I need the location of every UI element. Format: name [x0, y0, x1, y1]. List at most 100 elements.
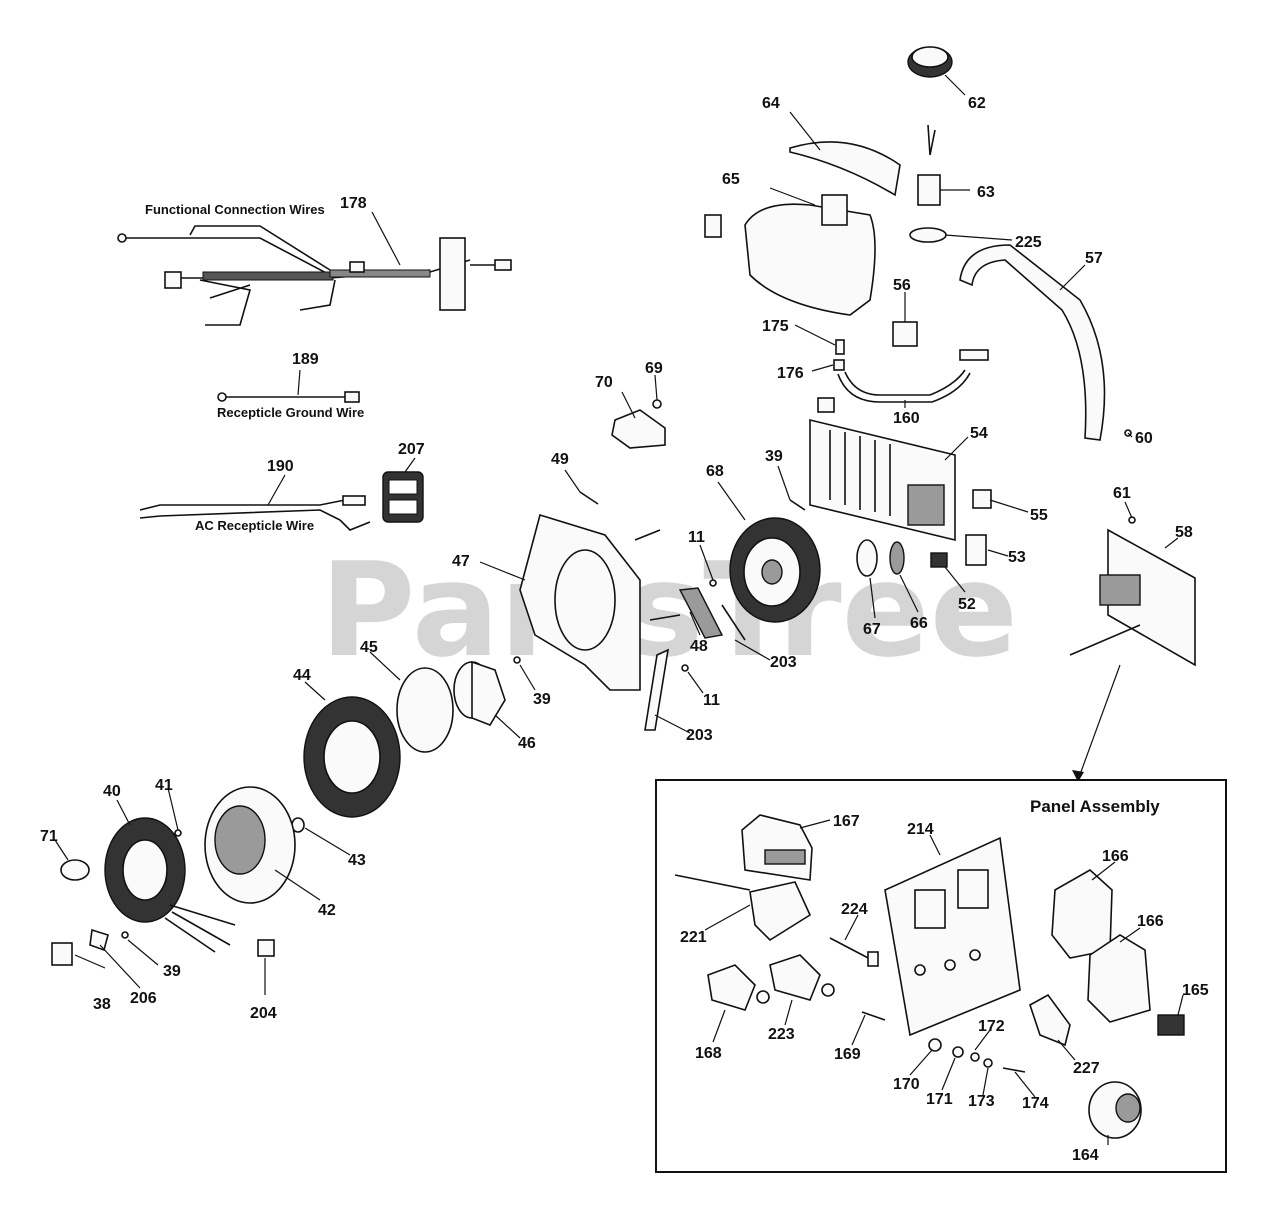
- label-40: 40: [103, 783, 121, 800]
- part-164-outlet: [1088, 1081, 1142, 1139]
- part-214-faceplate: [884, 836, 1021, 1037]
- part-42-rotor: [204, 786, 296, 904]
- label-44: 44: [293, 667, 311, 684]
- label-221: 221: [680, 929, 707, 946]
- part-39-bolt-b: [513, 656, 521, 664]
- label-173: 173: [968, 1093, 995, 1110]
- label-166a: 166: [1102, 848, 1129, 865]
- part-56-clip: [892, 321, 918, 347]
- part-170-174-hardware: [928, 1038, 1026, 1073]
- part-70-bracket: [611, 409, 666, 449]
- label-11b: 11: [703, 692, 720, 709]
- caption-functional-wires: Functional Connection Wires: [145, 202, 325, 217]
- label-164: 164: [1072, 1147, 1099, 1164]
- label-204: 204: [250, 1005, 277, 1022]
- label-207: 207: [398, 441, 425, 458]
- part-206-bracket: [89, 928, 109, 952]
- label-58: 58: [1175, 524, 1193, 541]
- part-45-plate: [396, 667, 454, 753]
- label-171: 171: [926, 1091, 953, 1108]
- label-227: 227: [1073, 1060, 1100, 1077]
- label-57: 57: [1085, 250, 1103, 267]
- part-55-pad: [972, 489, 992, 509]
- part-39-bolt-a: [789, 499, 806, 511]
- label-71: 71: [40, 828, 58, 845]
- label-54: 54: [970, 425, 988, 442]
- part-54-inverter: [809, 397, 956, 542]
- functional-connection-wires: [117, 225, 512, 326]
- label-64: 64: [762, 95, 780, 112]
- watermark: PartsTree: [320, 534, 1018, 686]
- part-175-176-fitting: [833, 339, 845, 371]
- part-48-plate: [678, 587, 724, 639]
- part-53-pad: [965, 534, 987, 566]
- recepticle-ground-wire: [217, 391, 360, 403]
- label-203b: 203: [686, 727, 713, 744]
- part-11-bolt-b: [681, 664, 689, 672]
- label-41: 41: [155, 777, 173, 794]
- label-60: 60: [1135, 430, 1153, 447]
- label-165: 165: [1182, 982, 1209, 999]
- label-43: 43: [348, 852, 366, 869]
- label-39b: 39: [533, 691, 551, 708]
- part-69-nut: [652, 399, 662, 409]
- label-48: 48: [690, 638, 708, 655]
- part-167-module: [741, 814, 813, 881]
- label-65: 65: [722, 171, 740, 188]
- panel-arrow: [1077, 664, 1121, 781]
- label-69: 69: [645, 360, 663, 377]
- part-63-strainer: [917, 124, 941, 206]
- label-169: 169: [834, 1046, 861, 1063]
- label-168: 168: [695, 1045, 722, 1062]
- label-63: 63: [977, 184, 995, 201]
- part-203-tube-b: [644, 648, 670, 731]
- label-45: 45: [360, 639, 378, 656]
- leader-lines: [54, 74, 1184, 1145]
- label-53: 53: [1008, 549, 1026, 566]
- part-57-handle-frame: [959, 244, 1106, 441]
- part-41-bolt: [174, 829, 182, 837]
- part-number-labels: 62 64 65 63 225 57 56 175 176 160 54 60 …: [40, 95, 1209, 1164]
- ac-recepticle-wire: [139, 495, 371, 531]
- part-169-screw: [861, 1011, 886, 1021]
- part-39-bolt-c: [121, 931, 129, 939]
- label-39c: 39: [163, 963, 181, 980]
- label-68: 68: [706, 463, 724, 480]
- label-174: 174: [1022, 1095, 1049, 1112]
- label-166b: 166: [1137, 913, 1164, 930]
- label-190: 190: [267, 458, 294, 475]
- label-189: 189: [292, 351, 319, 368]
- label-214: 214: [907, 821, 934, 838]
- label-67: 67: [863, 621, 881, 638]
- label-203a: 203: [770, 654, 797, 671]
- caption-ac-wire: AC Recepticle Wire: [195, 518, 314, 533]
- part-207: [382, 471, 424, 523]
- label-66: 66: [910, 615, 928, 632]
- label-175: 175: [762, 318, 789, 335]
- part-68-recoil-starter: [729, 517, 821, 623]
- label-223: 223: [768, 1026, 795, 1043]
- label-11a: 11: [688, 529, 705, 546]
- part-221-switch: [674, 874, 812, 942]
- part-11-bolt-a: [709, 579, 717, 587]
- part-165-cap: [1157, 1014, 1185, 1036]
- label-172: 172: [978, 1018, 1005, 1035]
- label-224: 224: [841, 901, 868, 918]
- label-47: 47: [452, 553, 470, 570]
- label-42: 42: [318, 902, 336, 919]
- part-66-spring: [889, 541, 905, 575]
- label-38: 38: [93, 996, 111, 1013]
- label-46: 46: [518, 735, 536, 752]
- part-47-housing: [519, 513, 681, 691]
- label-62: 62: [968, 95, 986, 112]
- part-160-fuel-hose: [837, 369, 971, 403]
- part-40-stator: [104, 817, 236, 953]
- part-58-control-panel: [1069, 528, 1196, 667]
- label-176: 176: [777, 365, 804, 382]
- part-225-gasket: [909, 227, 947, 243]
- label-70: 70: [595, 374, 613, 391]
- label-61: 61: [1113, 485, 1131, 502]
- label-167: 167: [833, 813, 860, 830]
